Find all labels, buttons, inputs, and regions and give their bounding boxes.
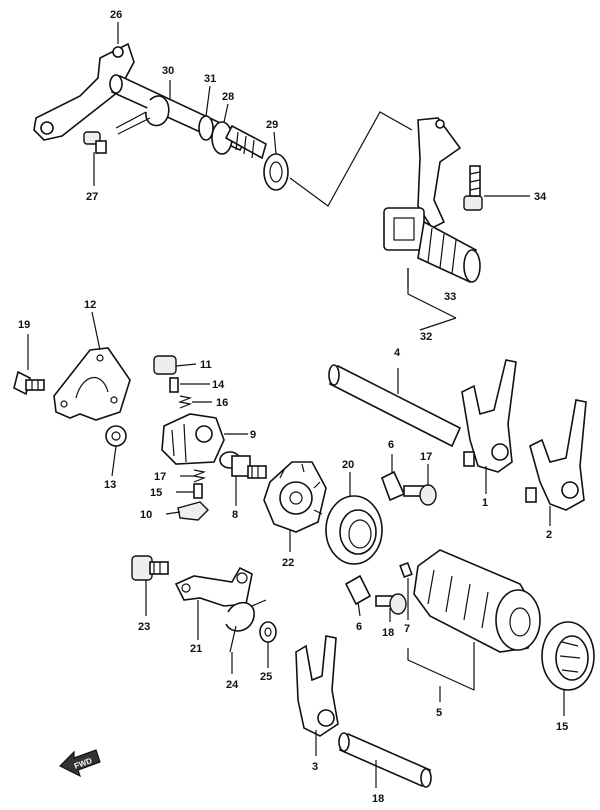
callout-31: 31 <box>204 73 216 85</box>
callout-28: 28 <box>222 91 234 103</box>
part-20-bearing <box>325 495 383 565</box>
part-3-shift-fork <box>295 635 339 737</box>
part-11-pawl <box>177 501 209 521</box>
part-27-bolt <box>83 131 107 154</box>
callout-19: 19 <box>18 319 30 331</box>
callout-10: 9 <box>250 429 256 441</box>
part-6-plate-upper <box>381 470 406 502</box>
callout-12: 11 <box>200 359 212 371</box>
fwd-arrow-icon: FWD <box>58 749 101 778</box>
part-18-bolt-upper <box>403 484 437 506</box>
part-9-cam-bolt <box>219 451 267 479</box>
callout-32: 32 <box>420 331 432 343</box>
part-8-pin <box>399 561 413 579</box>
part-15-pin-upper <box>169 377 179 393</box>
part-16-bearing <box>541 621 595 691</box>
part-15-pin-lower <box>193 483 203 499</box>
callout-20: 20 <box>342 459 354 471</box>
leader-lines <box>27 22 565 788</box>
part-10-shift-cam-driven-gear <box>161 413 225 465</box>
callout-1: 1 <box>482 497 488 509</box>
callout-5: 18 <box>372 793 384 805</box>
callout-16: 15 <box>556 721 568 733</box>
callout-labels: 26 30 31 28 29 27 34 33 32 19 12 13 11 1… <box>18 9 568 805</box>
part-33-shift-lever-arm <box>383 117 481 284</box>
part-21-cam-stopper-arm <box>174 566 253 607</box>
part-18-bolt-lower <box>375 593 407 615</box>
callout-17-upper: 16 <box>216 397 228 409</box>
callout-26: 26 <box>110 9 122 21</box>
part-12-stopper-pin <box>153 355 177 375</box>
callout-7: 5 <box>436 707 442 719</box>
part-5-fork-shaft <box>338 732 432 788</box>
callout-34: 34 <box>534 191 547 203</box>
callout-15-lower: 15 <box>150 487 162 499</box>
callout-3: 3 <box>312 761 318 773</box>
part-34-bolt <box>463 165 483 211</box>
callout-4: 4 <box>394 347 401 359</box>
callout-18-upper: 17 <box>420 451 432 463</box>
part-6-plate-lower <box>344 574 372 606</box>
part-17-spring-upper <box>177 395 193 409</box>
callout-27: 27 <box>86 191 98 203</box>
part-23-bolt <box>131 555 169 581</box>
part-22-gearshift-cam-plate <box>263 461 327 533</box>
callout-9: 8 <box>232 509 238 521</box>
callout-2: 2 <box>546 529 552 541</box>
part-31-circlip <box>198 115 214 141</box>
callout-29: 29 <box>266 119 278 131</box>
callout-24: 24 <box>226 679 239 691</box>
callout-14: 13 <box>104 479 116 491</box>
callout-25: 25 <box>260 671 272 683</box>
callout-21: 21 <box>190 643 202 655</box>
part-25-washer <box>259 621 277 643</box>
callout-6-lower: 6 <box>356 621 362 633</box>
callout-22: 22 <box>282 557 294 569</box>
part-17-spring-lower <box>191 469 207 483</box>
assembly-line-shaft <box>289 111 413 207</box>
part-4-fork-shaft <box>328 364 462 448</box>
callout-33: 33 <box>444 291 456 303</box>
callout-8: 7 <box>404 623 410 635</box>
callout-30: 30 <box>162 65 174 77</box>
part-26-shift-arm-plate <box>33 42 135 141</box>
part-14-nut <box>105 425 127 447</box>
part-13-guide-plate <box>53 347 131 421</box>
callout-13: 12 <box>84 299 96 311</box>
part-1-shift-fork <box>461 359 517 473</box>
part-24-spring <box>225 599 267 653</box>
part-19-screw <box>13 370 45 396</box>
callout-11: 10 <box>140 509 152 521</box>
callout-18-lower: 18 <box>382 627 394 639</box>
callout-17-lower: 17 <box>154 471 166 483</box>
callout-15-upper: 14 <box>212 379 225 391</box>
callout-6-upper: 6 <box>388 439 394 451</box>
callout-23: 23 <box>138 621 150 633</box>
part-shaft-spline <box>224 124 267 160</box>
part-29-oil-seal <box>263 153 289 191</box>
part-2-shift-fork <box>525 399 587 511</box>
part-7-gearshift-cam <box>413 549 541 653</box>
